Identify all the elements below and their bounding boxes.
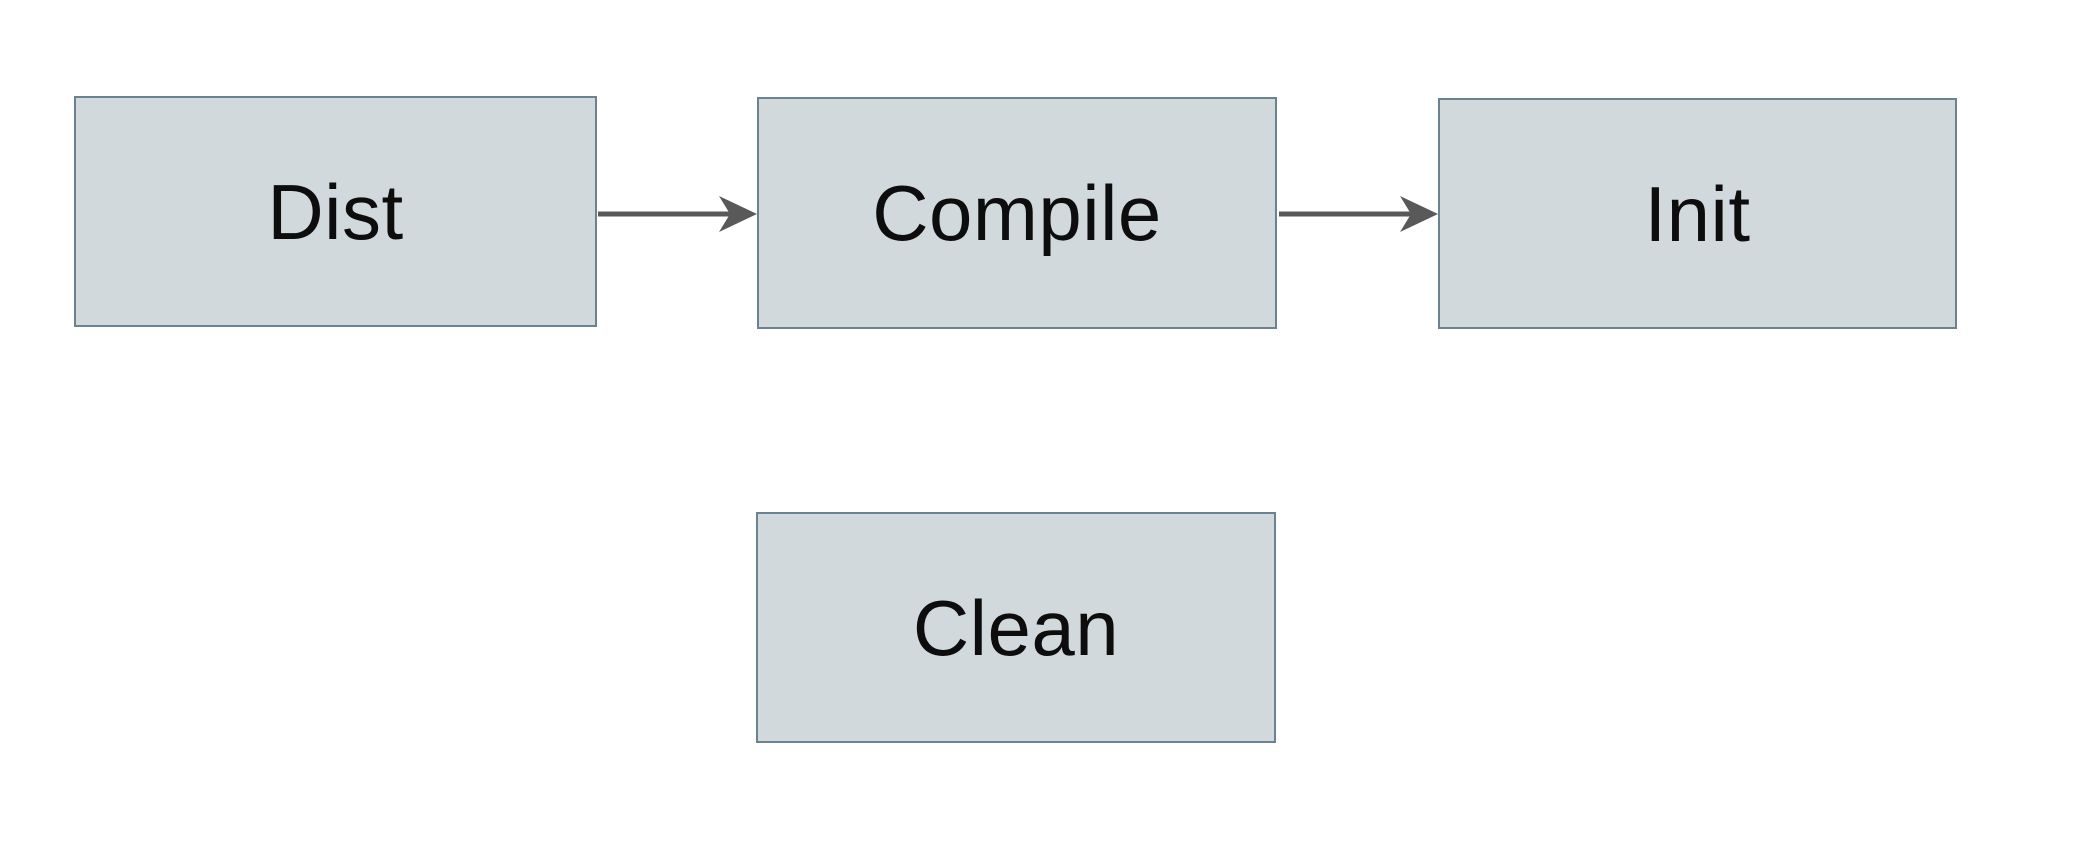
arrow-dist-to-compile bbox=[598, 196, 757, 232]
node-init[interactable]: Init bbox=[1438, 98, 1957, 329]
node-dist-label: Dist bbox=[267, 167, 404, 256]
node-compile-label: Compile bbox=[872, 169, 1162, 257]
node-clean[interactable]: Clean bbox=[756, 512, 1276, 743]
node-clean-label: Clean bbox=[912, 583, 1120, 672]
arrow-compile-to-init bbox=[1279, 196, 1438, 232]
node-init-label: Init bbox=[1644, 169, 1751, 258]
node-dist[interactable]: Dist bbox=[74, 96, 597, 327]
node-compile[interactable]: Compile bbox=[757, 97, 1277, 329]
